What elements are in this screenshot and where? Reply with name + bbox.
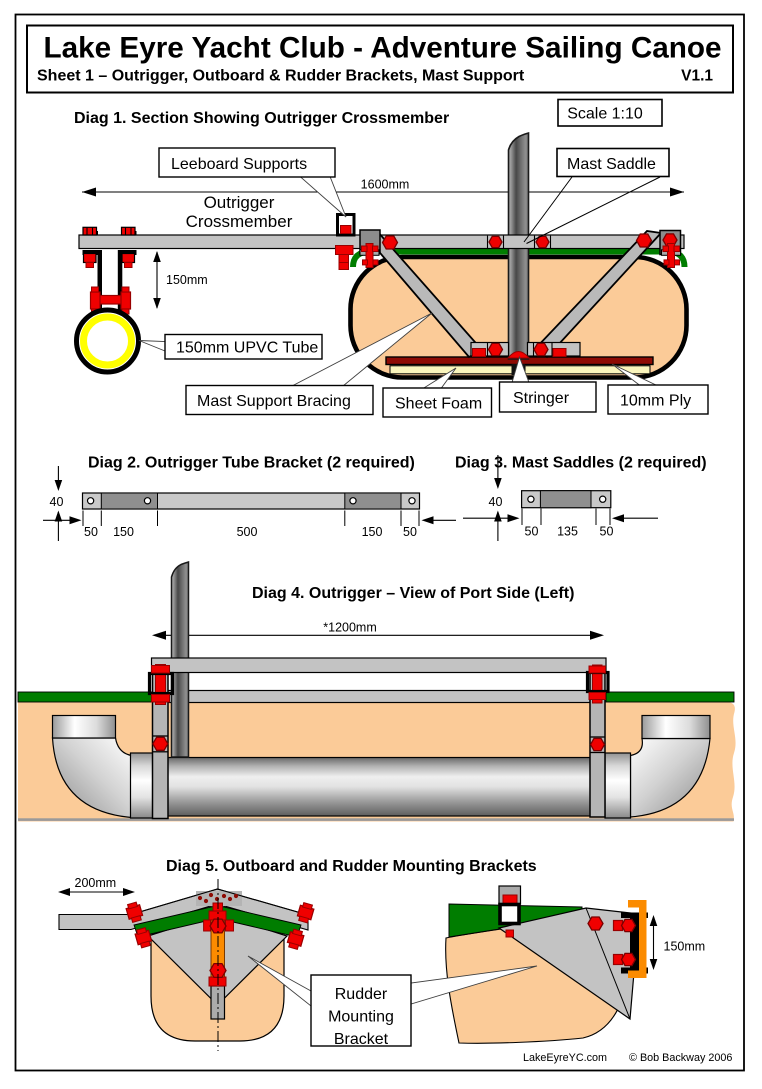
svg-text:Stringer: Stringer — [513, 390, 570, 407]
svg-text:Lake Eyre Yacht Club - Adventu: Lake Eyre Yacht Club - Adventure Sailing… — [44, 32, 722, 65]
svg-text:Diag 2. Outrigger Tube Bracket: Diag 2. Outrigger Tube Bracket (2 requir… — [88, 455, 415, 472]
svg-text:Leeboard Supports: Leeboard Supports — [171, 156, 307, 173]
svg-text:Rudder: Rudder — [335, 986, 388, 1003]
svg-text:50: 50 — [403, 525, 417, 539]
svg-text:135: 135 — [557, 525, 578, 539]
svg-text:40: 40 — [50, 495, 64, 509]
svg-text:200mm: 200mm — [75, 876, 117, 890]
svg-text:Scale 1:10: Scale 1:10 — [567, 106, 643, 123]
svg-text:50: 50 — [600, 525, 614, 539]
svg-text:10mm Ply: 10mm Ply — [620, 393, 691, 410]
svg-text:LakeEyreYC.com: LakeEyreYC.com — [523, 1052, 607, 1064]
svg-text:Diag 4. Outrigger – View of Po: Diag 4. Outrigger – View of Port Side (L… — [252, 585, 574, 602]
svg-text:40: 40 — [489, 495, 503, 509]
svg-text:150mm: 150mm — [166, 273, 208, 287]
svg-text:150mm: 150mm — [664, 940, 706, 954]
svg-text:Diag 5. Outboard and Rudder Mo: Diag 5. Outboard and Rudder Mounting Bra… — [166, 858, 537, 875]
svg-text:1600mm: 1600mm — [361, 178, 410, 192]
svg-text:500: 500 — [237, 525, 258, 539]
svg-text:Mounting: Mounting — [328, 1009, 394, 1026]
svg-text:Crossmember: Crossmember — [186, 212, 293, 231]
svg-text:V1.1: V1.1 — [681, 68, 713, 85]
svg-text:*1200mm: *1200mm — [323, 621, 377, 635]
svg-text:Mast Saddle: Mast Saddle — [567, 156, 656, 173]
svg-text:Diag 1. Section Showing Outrig: Diag 1. Section Showing Outrigger Crossm… — [74, 110, 449, 127]
svg-text:150: 150 — [362, 525, 383, 539]
svg-text:150: 150 — [113, 525, 134, 539]
svg-text:50: 50 — [84, 525, 98, 539]
svg-text:Bracket: Bracket — [334, 1031, 389, 1048]
svg-text:Sheet Foam: Sheet Foam — [395, 396, 482, 413]
svg-text:Diag 3. Mast Saddles (2 requir: Diag 3. Mast Saddles (2 required) — [455, 455, 707, 472]
svg-text:Outrigger: Outrigger — [204, 193, 275, 212]
svg-text:150mm UPVC Tube: 150mm UPVC Tube — [176, 340, 318, 357]
svg-text:50: 50 — [525, 525, 539, 539]
svg-text:© Bob Backway 2006: © Bob Backway 2006 — [629, 1052, 732, 1064]
svg-text:Mast Support Bracing: Mast Support Bracing — [197, 393, 351, 410]
svg-text:Sheet 1 – Outrigger, Outboard: Sheet 1 – Outrigger, Outboard & Rudder B… — [37, 68, 525, 85]
